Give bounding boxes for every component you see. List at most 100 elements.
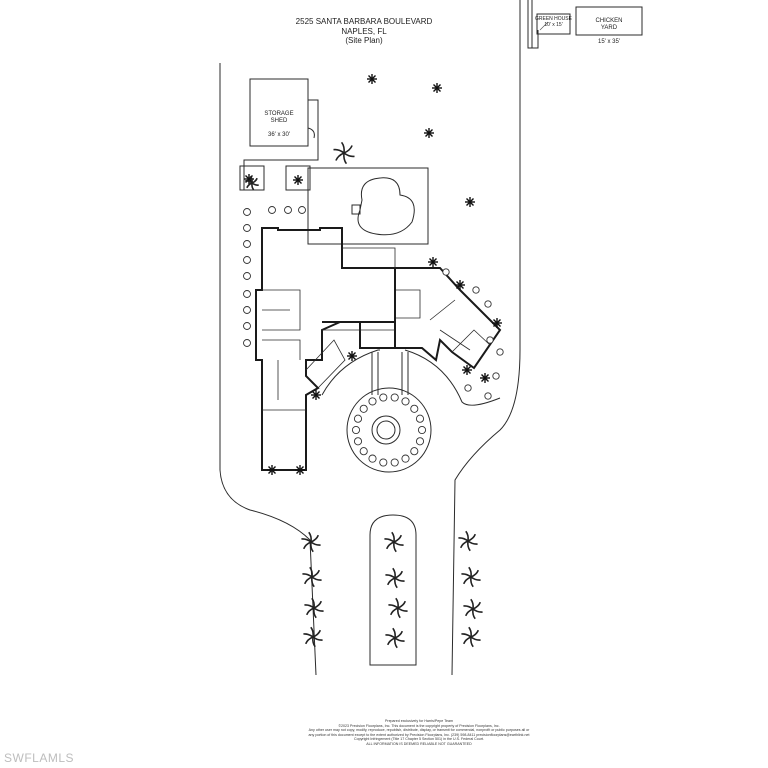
driveway-palm-2 [304,597,324,619]
shrub-layer [243,74,504,649]
hedge-north-0 [268,206,276,214]
star-shrub-5 [293,175,303,185]
fountain-ring-shrub-7 [359,447,368,456]
hedge-east-3 [486,336,494,344]
fountain-ring-shrub-15 [401,397,410,406]
hedge-east-6 [484,392,492,400]
driveway-palm-1 [302,566,322,588]
hedge-east-4 [496,348,504,356]
planter-box-2 [285,165,311,191]
driveway-palm-8 [458,530,478,552]
hedge-west-5 [243,290,251,298]
star-shrub-2 [424,128,434,138]
fountain-inner [376,420,396,440]
star-shrub-6 [428,257,438,267]
driveway-palm-3 [303,626,323,648]
storage-shed-size: 36' x 30' [268,132,290,138]
star-shrub-13 [267,465,277,475]
green-house-size: 10' x 15' [544,22,563,28]
hedge-west-8 [243,339,251,347]
hedge-west-0 [243,208,251,216]
driveway-palm-10 [463,598,483,620]
hedge-east-2 [484,300,492,308]
fountain-ring-shrub-3 [401,454,410,463]
storage-shed [243,78,319,190]
storage-shed-name: STORAGE SHED [264,111,294,124]
footer-line-4: any portion of this document except to t… [308,732,530,737]
star-shrub-7 [455,280,465,290]
driveway-outline-right [451,0,521,676]
fountain-ring-shrub-17 [415,414,425,423]
hedge-north-1 [284,206,292,214]
chicken-yard-size: 15' x 35' [598,39,620,45]
fountain [371,415,401,445]
driveway-palm-11 [461,626,481,648]
driveway-palm-0 [301,531,321,553]
fountain-ring-shrub-1 [415,437,425,446]
driveway-palm-7 [385,627,405,649]
fountain-ring-shrub-4 [390,458,399,467]
driveway-palm-5 [385,567,405,589]
fountain-ring-shrub-5 [379,458,388,467]
star-shrub-10 [462,365,472,375]
driveway-palm-9 [461,566,481,588]
hedge-east-5 [492,372,500,380]
driveway-palm-6 [388,597,408,619]
mls-watermark: SWFLAMLS [4,751,75,765]
hedge-west-3 [243,256,251,264]
hedge-east-7 [464,384,472,392]
footer-line-6: ALL INFORMATION IS DEEMED RELIABLE NOT G… [366,741,472,746]
driveway-outline-left [219,63,317,676]
fountain-ring-shrub-10 [353,414,363,423]
palm-tree-planter [245,175,259,191]
fountain-ring-shrub-13 [379,393,388,402]
pool-cage [307,167,429,245]
plan-title-line-1: 2525 SANTA BARBARA BOULEVARD [295,17,433,26]
hedge-west-7 [243,322,251,330]
footer-line-1: Prepared exclusively for Harris/Pepe Tea… [384,719,454,723]
hedge-west-6 [243,306,251,314]
center-median [369,514,417,666]
driveway-palm-4 [384,531,404,553]
green-house-hatch [539,21,549,31]
star-shrub-1 [432,83,442,93]
star-shrub-0 [367,74,377,84]
entry-walkway [371,352,409,395]
fountain-ring-shrub-11 [359,404,368,413]
plan-title-line-2: NAPLES, FL [341,26,387,36]
hedge-north-2 [298,206,306,214]
hedge-west-1 [243,224,251,232]
fountain-ring-shrub-2 [410,447,419,456]
footer-line-5: Copyright Infringement (Title 17 Chapter… [354,737,484,742]
chicken-yard-name: CHICKEN YARD [595,18,623,31]
hedge-east-1 [472,286,480,294]
star-shrub-12 [311,390,321,400]
planter-box-1 [239,165,265,191]
star-shrub-14 [295,465,305,475]
house-interior-walls [262,247,491,411]
driveway-inner-curve [321,349,501,406]
star-shrub-11 [347,351,357,361]
fountain-ring-shrub-8 [353,437,363,446]
fountain-ring-shrub-16 [410,404,419,413]
fountain-island [346,387,432,473]
hedge-east-0 [442,268,450,276]
star-shrub-9 [480,373,490,383]
hedge-west-4 [243,272,251,280]
top-road-edge [527,0,539,49]
palm-tree-yard [333,141,355,165]
green-house-name: GREEN HOUSE [535,16,572,22]
hedge-west-2 [243,240,251,248]
fountain-ring-shrub-12 [368,397,377,406]
star-shrub-8 [492,318,502,328]
fountain-ring-shrub-0 [417,425,427,435]
fountain-ring-shrub-6 [368,454,377,463]
plan-title-line-3: (Site Plan) [345,36,383,45]
footer-line-3: Any other user may not copy, modify, rep… [308,728,530,733]
star-shrub-3 [465,197,475,207]
chicken-yard-box [575,6,643,36]
fountain-ring-shrub-14 [390,393,399,402]
green-house-box [536,13,571,35]
